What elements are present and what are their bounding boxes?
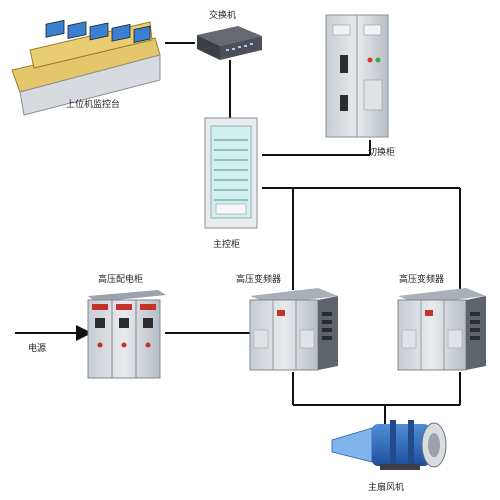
hv-distribution-cabinet <box>87 290 166 379</box>
label-console: 上位机监控台 <box>66 100 121 110</box>
label-transfer-cabinet: 切换柜 <box>368 148 396 158</box>
label-vfd-1: 高压变频器 <box>236 275 282 285</box>
main-control-cabinet <box>204 117 258 229</box>
hv-vfd-1 <box>249 288 338 371</box>
connection-lines <box>165 42 461 428</box>
label-vfd-2: 高压变频器 <box>399 275 445 285</box>
hv-vfd-2 <box>397 288 486 371</box>
label-main-cabinet: 主控柜 <box>213 240 241 250</box>
main-fan <box>331 420 447 470</box>
transfer-cabinet <box>325 14 389 138</box>
network-switch <box>197 26 262 60</box>
label-power-source: 电源 <box>28 344 47 354</box>
label-hv-distribution: 高压配电柜 <box>98 275 144 285</box>
label-switch: 交换机 <box>209 11 237 21</box>
label-main-fan: 主扇风机 <box>368 483 405 493</box>
console-desk <box>11 19 161 116</box>
